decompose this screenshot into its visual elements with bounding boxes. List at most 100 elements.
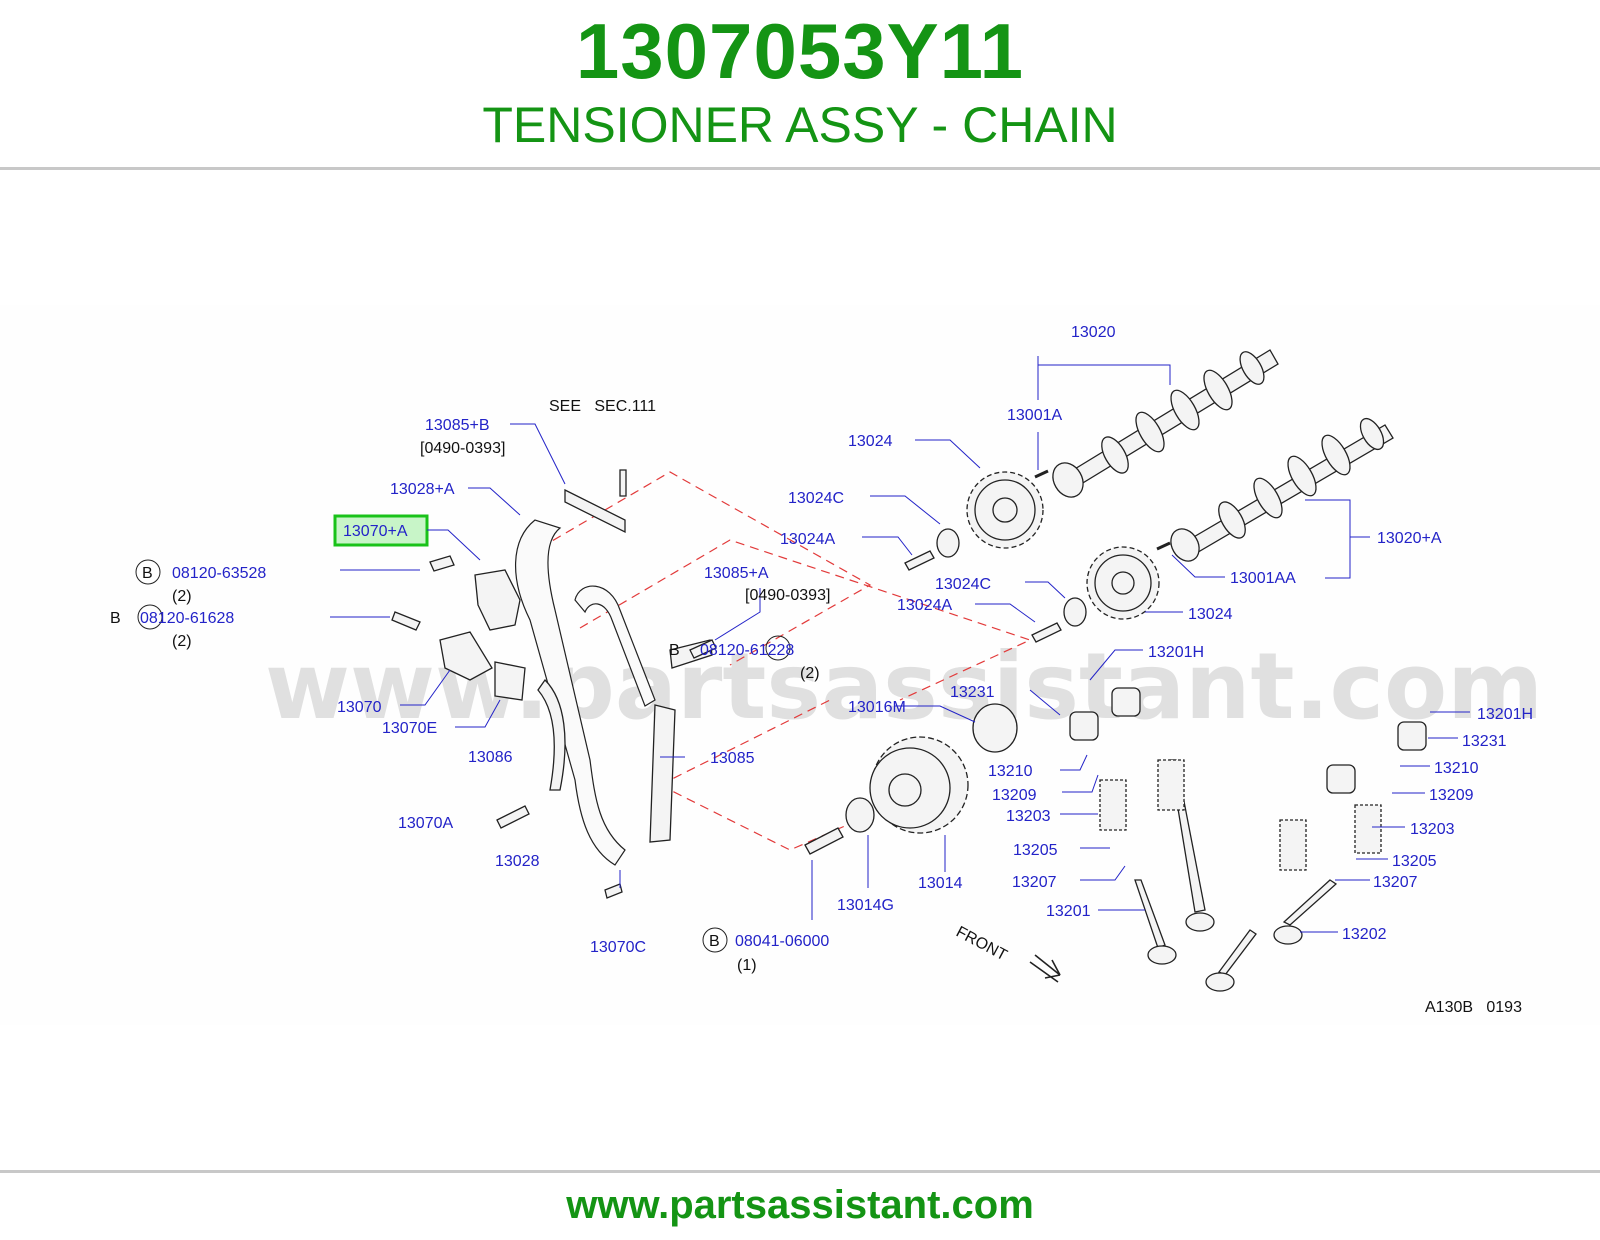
valve-spring — [1354, 804, 1382, 854]
washers — [845, 528, 1087, 833]
washer-idler — [845, 797, 875, 833]
header-divider — [0, 167, 1600, 170]
label-13070A: 13070A — [398, 815, 453, 832]
b-marker: B — [142, 565, 153, 582]
footer-divider — [0, 1170, 1600, 1173]
label-13085B-date: [0490-0393] — [420, 440, 505, 457]
label-13024A-top: 13024A — [780, 531, 835, 548]
page-header: 1307053Y11 TENSIONER ASSY - CHAIN — [0, 0, 1600, 170]
label-13070A-plus-highlighted: 13070+A — [343, 523, 408, 540]
label-13016M: 13016M — [848, 699, 906, 716]
chain-guides — [537, 488, 713, 843]
bolt-08120-63528 — [429, 555, 455, 572]
valve-spring — [1279, 819, 1307, 871]
qty-08120-61628: (2) — [172, 633, 192, 650]
b-marker-circle — [135, 559, 161, 585]
leader-13070 — [400, 669, 451, 706]
guide-13085B — [564, 488, 626, 534]
label-13086: 13086 — [468, 749, 513, 766]
label-13201: 13201 — [1046, 903, 1091, 920]
gasket-13070E — [494, 661, 526, 701]
label-13070C: 13070C — [590, 939, 646, 956]
tensioner-assembly — [391, 469, 717, 899]
guide-13085 — [649, 704, 676, 843]
label-13070E: 13070E — [382, 720, 437, 737]
sprocket-hub — [888, 773, 922, 807]
leader-13020 — [1037, 356, 1171, 400]
valve-train — [1069, 687, 1427, 992]
cam-sprocket-lower — [1086, 546, 1160, 620]
lifter — [1397, 721, 1427, 751]
label-13020A: 13020+A — [1377, 530, 1442, 547]
label-13210-a: 13210 — [988, 763, 1033, 780]
b-markers: B B B B — [110, 559, 791, 953]
cam-lobe — [1239, 351, 1265, 385]
label-13085B: 13085+B — [425, 417, 490, 434]
tensioner-13070 — [439, 631, 493, 681]
cam-lobe — [1253, 477, 1283, 519]
arrow-icon — [1029, 954, 1061, 983]
label-13205-a: 13205 — [1013, 842, 1058, 859]
bolt-08120-61228 — [689, 639, 717, 659]
label-08041-06000: 08041-06000 — [735, 933, 829, 950]
b-marker: B — [669, 642, 680, 659]
label-13001A: 13001A — [1007, 407, 1062, 424]
sprocket-hub — [992, 497, 1018, 523]
dowel-pin — [1034, 469, 1049, 479]
cam-lobe — [1135, 411, 1165, 453]
bolt-13070C — [604, 883, 623, 899]
label-13014: 13014 — [918, 875, 963, 892]
dowel-pin — [1156, 541, 1171, 551]
label-13209-b: 13209 — [1429, 787, 1474, 804]
leader-lines — [330, 356, 1470, 933]
valve-stem — [1282, 879, 1338, 926]
leader-13001AA — [1171, 554, 1225, 578]
bolt — [804, 827, 844, 855]
cam-lobe — [1101, 436, 1129, 474]
label-13024C-top: 13024C — [788, 490, 844, 507]
label-13201H-b: 13201H — [1477, 706, 1533, 723]
cam-lobe — [1218, 501, 1246, 539]
footer-site-link[interactable]: www.partsassistant.com — [566, 1183, 1034, 1227]
label-13014G: 13014G — [837, 897, 894, 914]
leader-13070A-plus — [427, 529, 481, 561]
leader-13024C-top — [870, 495, 941, 525]
label-13207-b: 13207 — [1373, 874, 1418, 891]
sprocket-hub — [1111, 571, 1135, 595]
b-marker: B — [110, 610, 121, 627]
dashed-line-mid — [579, 539, 1032, 701]
cam-lobe — [1203, 369, 1233, 411]
idler-sprocket — [869, 736, 969, 834]
leader-13024A-top — [862, 536, 913, 556]
leader-13210-a — [1060, 754, 1088, 771]
label-13231-b: 13231 — [1462, 733, 1507, 750]
leader-13070E — [455, 699, 501, 728]
bolt — [1031, 622, 1062, 643]
label-13210-b: 13210 — [1434, 760, 1479, 777]
label-13024C-bot: 13024C — [935, 576, 991, 593]
lifter — [1111, 687, 1141, 717]
qty-08120-63528: (2) — [172, 588, 192, 605]
part-number-title: 1307053Y11 — [575, 7, 1025, 95]
guide-13086 — [537, 678, 566, 791]
leader-13024-top — [915, 439, 981, 469]
b-marker-circle — [137, 604, 163, 630]
chain-secondary — [574, 585, 656, 707]
leader-13024A-bot — [975, 603, 1036, 623]
washer-lower — [1063, 597, 1087, 627]
diagram-code: A130B 0193 — [1425, 999, 1522, 1016]
label-13203-a: 13203 — [1006, 808, 1051, 825]
lifter — [1326, 764, 1356, 794]
tensioner-body — [474, 569, 521, 631]
cam-lobe — [1170, 389, 1200, 431]
bolt-sec111 — [619, 469, 627, 497]
label-13020: 13020 — [1071, 324, 1116, 341]
leader-13020A — [1305, 499, 1370, 579]
valve-head — [1185, 912, 1215, 932]
washer-upper — [936, 528, 960, 558]
label-08120-61228: 08120-61228 — [700, 642, 794, 659]
chain-primary — [514, 519, 626, 866]
timing-chains — [514, 519, 656, 866]
leader-13016M — [895, 705, 976, 723]
